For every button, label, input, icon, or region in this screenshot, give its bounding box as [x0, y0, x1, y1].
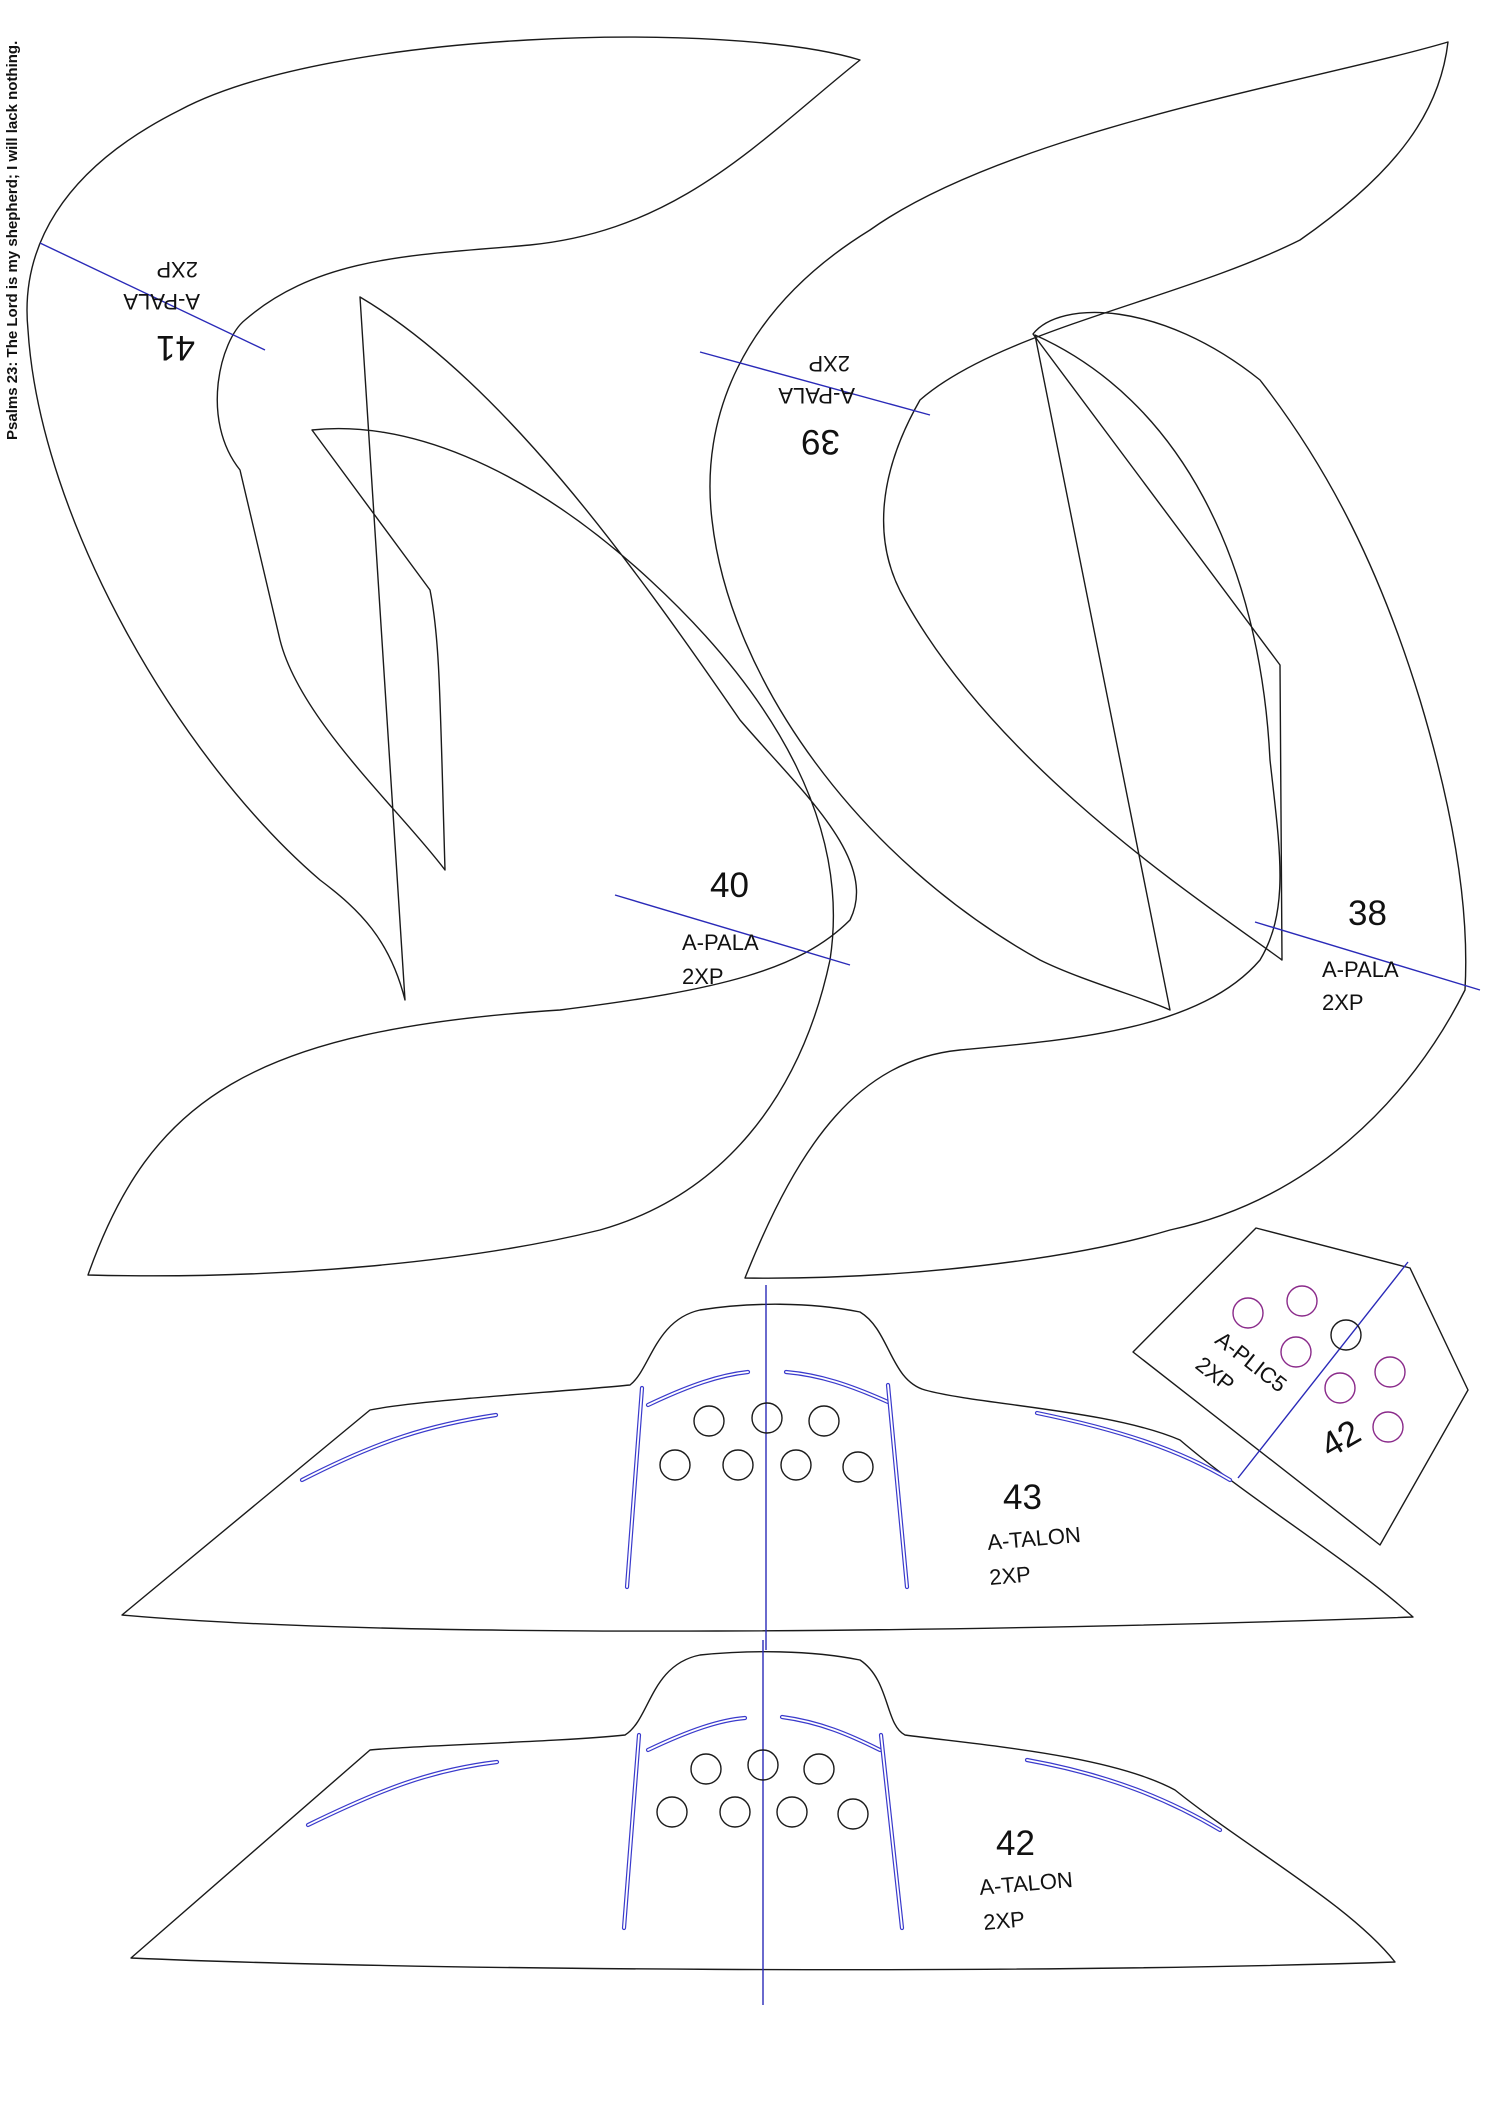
holes-43 [659, 1402, 874, 1483]
label-group-plic: A-PLIC5 2XP [1191, 1326, 1292, 1397]
piece-number-40: 40 [710, 866, 749, 905]
piece-43-talon: 43 A-TALON 2XP [121, 1285, 1414, 1650]
piece-qty-38: 2XP [1322, 990, 1364, 1015]
fold-line-39 [699, 351, 931, 416]
plic-hole [1232, 1297, 1264, 1329]
talon-42-outline [130, 1651, 1396, 1971]
piece-number-38: 38 [1348, 894, 1387, 933]
piece-39-38-pala: 39 A-PALA 2XP 38 A-PALA 2XP [699, 41, 1481, 1279]
plic-hole [1372, 1411, 1404, 1443]
piece-number-43: 43 [1003, 1478, 1042, 1517]
piece-qty-41: 2XP [156, 257, 198, 282]
piece-41-40-pala: 41 A-PALA 2XP 40 A-PALA 2XP [26, 36, 861, 1277]
label-group-39: 39 A-PALA 2XP [778, 351, 855, 461]
slots-42 [305, 1714, 1223, 1931]
piece-qty-39: 2XP [808, 351, 850, 376]
fold-line-40 [614, 894, 851, 966]
plic-hole [1374, 1356, 1406, 1388]
piece-name-40: A-PALA [682, 930, 759, 955]
plic-outline [1132, 1227, 1469, 1546]
piece-42-talon: 42 A-TALON 2XP [130, 1640, 1396, 2005]
piece-number-39: 39 [801, 422, 840, 461]
piece-qty-40: 2XP [682, 964, 724, 989]
plic-hole [1280, 1336, 1312, 1368]
piece-qty-42: 2XP [982, 1906, 1026, 1935]
plic-hole [1324, 1372, 1356, 1404]
piece-name-38: A-PALA [1322, 957, 1399, 982]
pala-right-outline [709, 41, 1467, 1279]
piece-name-43: A-TALON [986, 1522, 1082, 1555]
plic-hole [1330, 1319, 1362, 1351]
piece-number-41: 41 [156, 328, 195, 367]
plic-hole [1286, 1285, 1318, 1317]
piece-name-39: A-PALA [778, 383, 855, 408]
holes-42 [656, 1749, 869, 1830]
piece-42-plic: A-PLIC5 2XP 42 [1132, 1227, 1469, 1546]
label-group-41: 41 A-PALA 2XP [123, 257, 200, 367]
fold-line-38 [1254, 921, 1481, 991]
plic-number: 42 [1314, 1412, 1367, 1465]
piece-name-41: A-PALA [123, 289, 200, 314]
piece-qty-43: 2XP [988, 1561, 1032, 1590]
talon-43-outline [121, 1303, 1414, 1632]
slots-43 [299, 1369, 1233, 1590]
piece-number-42: 42 [996, 1824, 1035, 1863]
piece-name-42: A-TALON [978, 1867, 1074, 1900]
fold-line-41 [39, 242, 266, 351]
margin-verse-text: Psalms 23: The Lord is my shepherd; I wi… [4, 41, 21, 440]
pala-left-outline [26, 36, 861, 1277]
fold-line-plic [1237, 1261, 1409, 1479]
